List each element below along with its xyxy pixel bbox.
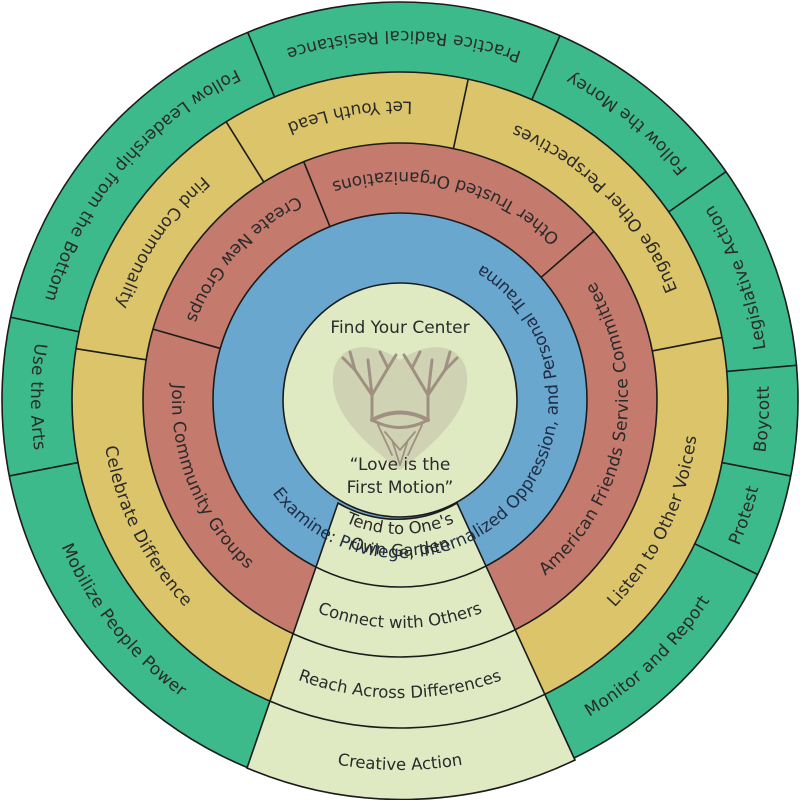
green-segment-label: Boycott	[750, 385, 774, 453]
wedge-divider-2	[292, 629, 516, 658]
center-ring	[282, 282, 518, 518]
heart-tree-icon	[332, 347, 468, 470]
green-divider-6	[9, 461, 79, 477]
bottom-wedge	[246, 501, 577, 800]
yellow-divider-1	[452, 79, 469, 149]
yellow-divider-0	[225, 121, 265, 183]
yellow-divider-3	[75, 347, 147, 361]
green-divider-2	[668, 171, 727, 213]
green-divider-5	[694, 543, 759, 576]
green-segment-label: Use the Arts	[26, 342, 50, 451]
yellow-divider-2	[652, 336, 723, 352]
center-quote-line1: “Love is the	[350, 455, 451, 475]
wedge-divider-3	[269, 693, 546, 729]
green-divider-4	[721, 461, 791, 477]
green-divider-3	[726, 364, 797, 373]
green-divider-0	[246, 31, 276, 98]
green-divider-1	[531, 35, 561, 100]
center-title: Find Your Center	[330, 318, 469, 338]
wedge-divider-1	[315, 565, 487, 588]
red-divider-2	[152, 328, 221, 350]
red-divider-0	[302, 161, 331, 227]
center-quote-line2: First Motion”	[347, 478, 454, 498]
green-divider-7	[10, 316, 80, 333]
red-divider-1	[540, 230, 595, 278]
